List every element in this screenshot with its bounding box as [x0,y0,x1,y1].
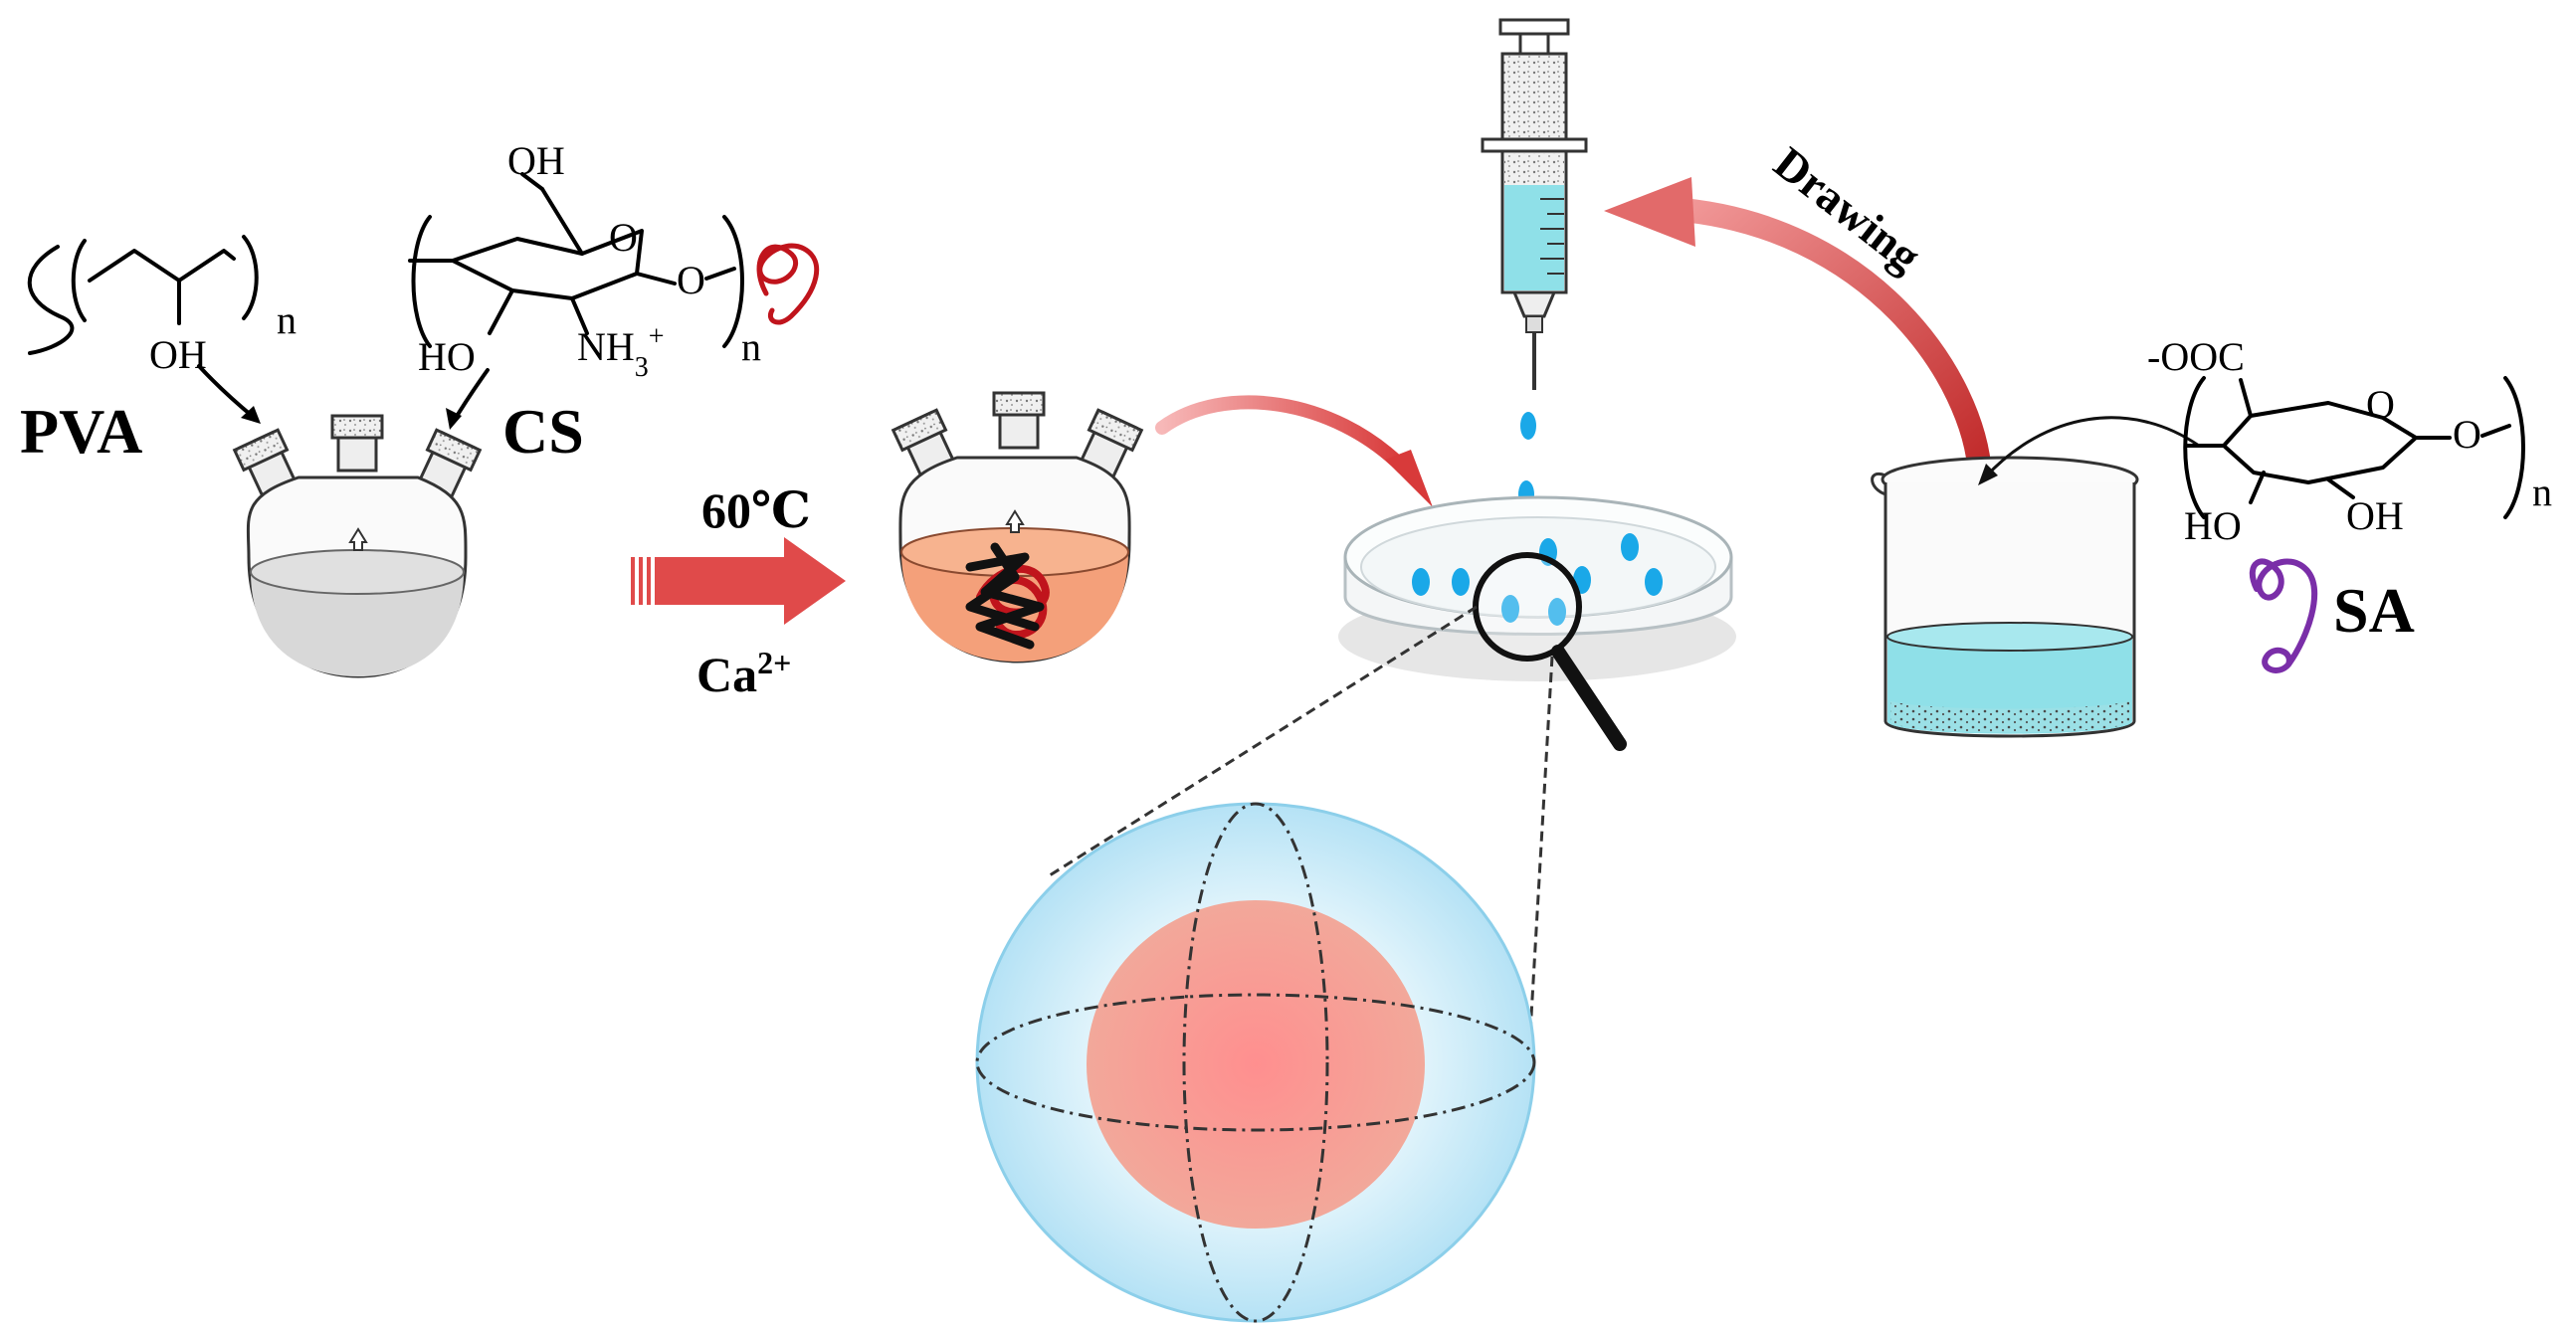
beaker-liquid-surface [1886,622,2133,652]
flask2-neck-right-cap [1087,408,1144,453]
bead-meridian-vertical [1182,802,1329,1323]
syringe-needle-base [1525,315,1543,333]
pva-structure: OH n PVA [20,235,297,467]
sa-link-right [2480,424,2511,438]
cs-n-label: n [741,324,761,369]
bead-cross-section [975,802,1536,1323]
flask2-neck-left-cap [891,408,948,453]
cs-polymer-icon [756,243,820,325]
sa-n-label: n [2532,470,2552,514]
sa-cooh-bond [2239,378,2253,418]
cs-title: CS [502,396,584,467]
flask1-stirrer [348,527,368,551]
flask1-neck-right-cap [425,428,483,473]
cs-link-right [704,267,736,281]
falling-droplet [1520,412,1536,440]
flask2-stirrer [1005,509,1025,533]
sa-arrow [1978,416,2200,485]
pva-backbone [88,249,236,283]
beaker [1871,456,2139,738]
cs-arrowhead [446,408,462,430]
bead-droplet [1452,568,1470,596]
flask1-liquid [251,572,464,676]
sa-ho-label: HO [2184,503,2242,548]
petri-dish [1338,495,1736,681]
sa-oh-label: OH [2346,493,2404,538]
flask1-liquid-surface [250,549,465,595]
syringe-hub [1511,290,1557,318]
drawing-arrow: Drawing [1604,137,1992,476]
cs-ch2-bond [540,187,584,256]
cs-bracket-right [722,215,744,348]
pva-bracket-right [242,235,259,320]
pva-arrowhead [241,406,261,424]
pva-bracket-left [71,239,87,322]
cs-oh-top-label: OH [507,138,565,183]
sa-ho-bond [2249,471,2266,504]
cs-ch2oh-bond [520,172,544,191]
sa-polymer-icon [2249,558,2318,673]
pva-oh-label: OH [149,332,207,377]
sa-title: SA [2333,575,2415,646]
sa-ring-o-label: O [2366,382,2395,427]
flask-reactor-empty [232,414,483,678]
sa-bracket-right [2503,376,2525,519]
sa-structure: -OOC O HO OH O n SA [2147,334,2552,673]
cs-ring [451,229,644,300]
temperature-label: 60℃ [701,482,811,538]
bead-droplet [1621,533,1639,561]
cs-ring-o-label: O [609,215,638,260]
flask1-neck-left-cap [232,428,290,473]
sa-bracket-left [2183,376,2206,519]
cs-structure: OH O HO NH3+ O n CS [408,138,820,467]
syringe-barrel-top [1500,52,1568,150]
transfer-arrow [1155,395,1433,507]
pva-chain-wave [27,245,75,355]
syringe-plunger-rod [1518,32,1550,56]
syringe [1481,18,1588,390]
cs-link-o-label: O [677,258,705,302]
syringe-flange [1481,137,1588,153]
bead-droplet [1412,568,1430,596]
bead-droplet [1548,598,1566,626]
calcium-label: Ca2+ [696,645,791,702]
zoom-line-left [1049,605,1478,877]
sa-link-o-label: O [2453,412,2481,457]
syringe-liquid [1504,185,1564,290]
beaker-sediment [1890,701,2129,733]
cs-ho-label: HO [418,334,476,379]
cs-nh3-label: NH3+ [577,321,665,383]
cs-bracket-left [411,215,432,348]
cs-ho-bond [488,288,514,335]
pva-n-label: n [277,297,297,342]
bead-core [1087,900,1425,1229]
sa-oh-bond [2326,477,2355,499]
cs-nh3-bond [570,296,589,335]
cs-glycosidic-bond [635,272,677,285]
flask2-pva-polymer [965,542,1045,650]
flask2-neck-center-cap [992,391,1046,417]
flask1-neck-center-cap [330,414,384,440]
reaction-conditions: 60℃ Ca2+ [631,482,846,702]
sa-ooc-label: -OOC [2147,334,2245,379]
bead-droplet [1501,595,1519,623]
bead-meridian-horizontal [975,993,1536,1132]
reaction-arrow [631,537,846,625]
flask2-cs-polymer [976,565,1050,640]
bead-droplet [1645,568,1663,596]
syringe-plunger-tip [1504,153,1564,185]
flask-reactor-mixed [891,391,1144,664]
pva-title: PVA [20,396,142,467]
flask2-liquid [901,552,1128,662]
zoom-line-right [1525,656,1554,1085]
syringe-plunger-cap [1498,18,1570,36]
